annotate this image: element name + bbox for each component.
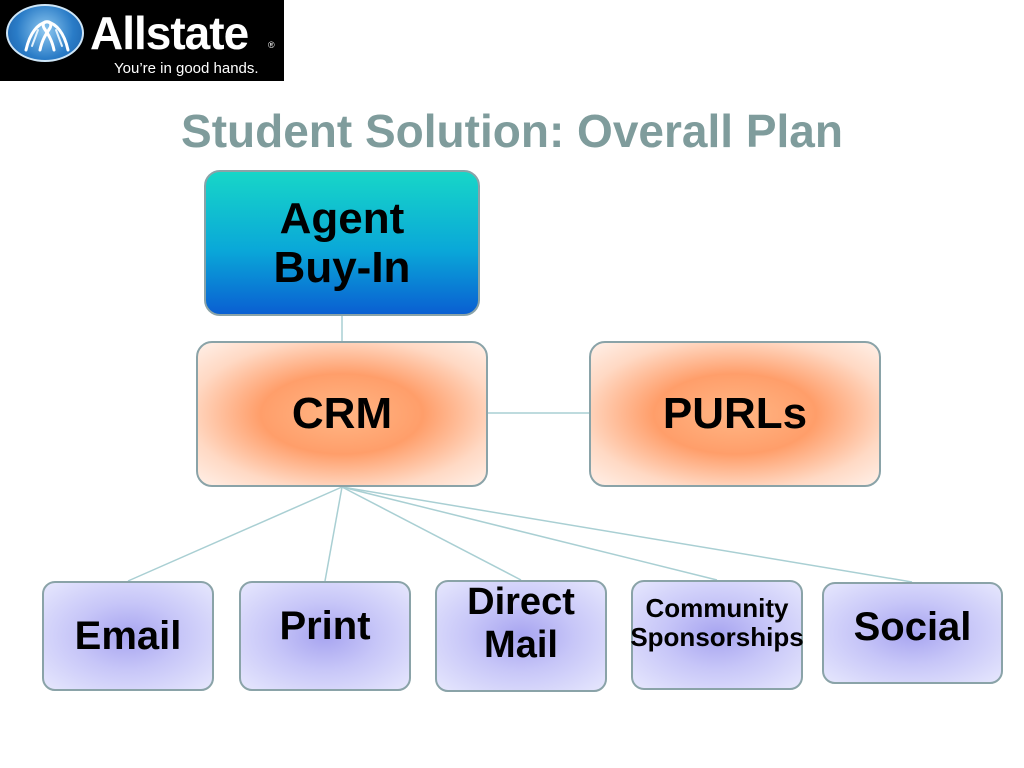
node-crm: CRM [196,341,488,487]
good-hands-icon [6,4,84,62]
node-agent-buy-in-label: Agent Buy-In [273,193,411,292]
node-community-sponsorships-label: Community Sponsorships [630,592,804,652]
node-direct-mail-label: Direct Mail [467,581,575,666]
connector-crm-print [324,486,343,582]
registered-mark: ® [268,40,275,50]
node-purls-label: PURLs [662,389,808,439]
connector-crm-direct-mail [341,486,522,581]
connector-crm-email [127,486,343,582]
node-purls: PURLs [589,341,881,487]
connector-crm-social [341,486,913,583]
node-email-label: Email [74,613,182,658]
node-email: Email [42,581,214,691]
brand-name: Allstate [90,7,249,59]
node-social-label: Social [853,604,972,649]
tagline: You’re in good hands. [114,60,259,77]
slide-title: Student Solution: Overall Plan [181,105,843,157]
node-agent-buy-in: Agent Buy-In [204,170,480,316]
allstate-logo: Allstate ® You’re in good hands. [0,0,284,81]
node-print: Print [239,581,411,691]
connector-crm-community [341,486,718,581]
node-social: Social [822,582,1003,684]
node-print-label: Print [279,603,371,648]
node-community-sponsorships: Community Sponsorships [630,580,804,690]
node-crm-label: CRM [291,389,393,439]
node-direct-mail: Direct Mail [435,580,607,692]
